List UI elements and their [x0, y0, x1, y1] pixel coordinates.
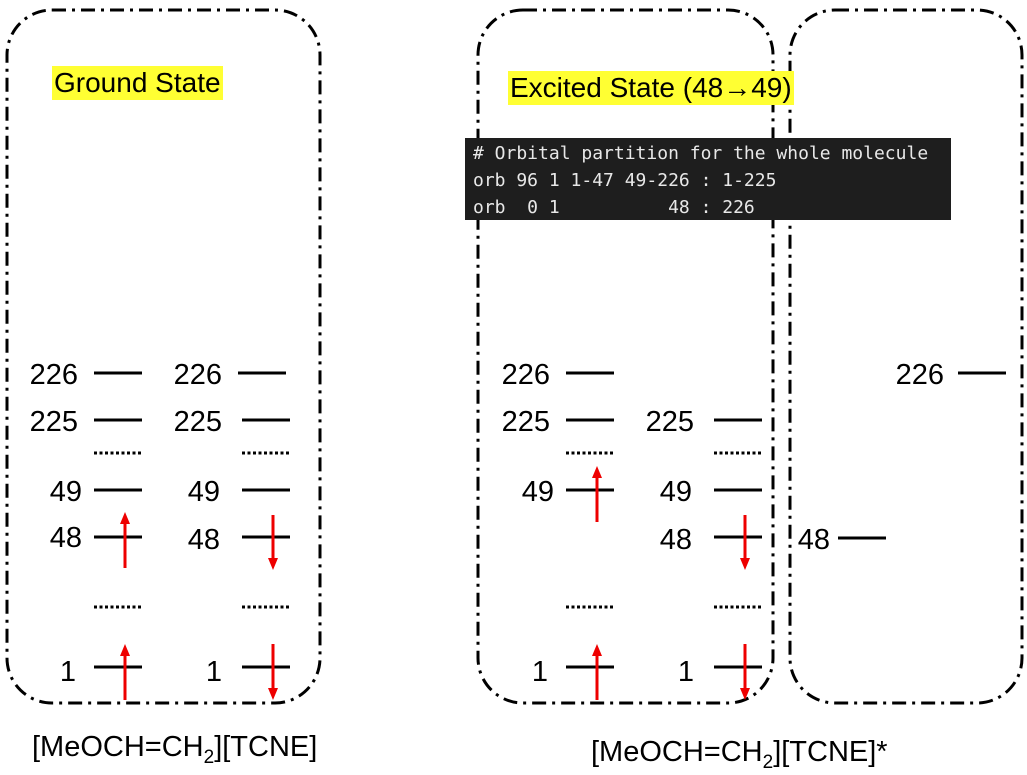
partition-column: 226 48 — [798, 359, 1006, 556]
caption-subscript: 2 — [203, 746, 215, 768]
arrow-head — [120, 644, 130, 656]
label-226: 226 — [30, 359, 78, 391]
caption-subscript: 2 — [762, 751, 774, 773]
label-226: 226 — [174, 359, 222, 391]
orbital-partition-code: # Orbital partition for the whole molecu… — [465, 138, 951, 220]
label-1: 1 — [678, 656, 694, 688]
caption-main: [MeOCH=CH — [32, 731, 204, 763]
caption-end: ][TCNE] — [214, 731, 318, 763]
arrow-head — [592, 644, 602, 656]
ground-state-caption: [MeOCH=CH2][TCNE] — [32, 731, 317, 769]
ground-state-title: Ground State — [52, 66, 223, 100]
label-1: 1 — [532, 656, 548, 688]
excited-beta-column: 225 49 48 1 — [646, 406, 762, 700]
label-48: 48 — [188, 524, 220, 556]
arrow-head — [120, 512, 130, 524]
label-48: 48 — [660, 524, 692, 556]
label-49: 49 — [660, 476, 692, 508]
code-line: # Orbital partition for the whole molecu… — [473, 143, 929, 164]
excited-state-box — [476, 8, 775, 705]
label-226: 226 — [502, 359, 550, 391]
label-225: 225 — [646, 406, 694, 438]
ground-alpha-column: 226 225 49 48 1 — [30, 359, 142, 700]
excited-state-title: Excited State (48→49) — [508, 71, 794, 105]
label-225: 225 — [174, 406, 222, 438]
excited-state-caption: [MeOCH=CH2][TCNE]* — [591, 736, 888, 774]
label-49: 49 — [188, 476, 220, 508]
excited-alpha-column: 226 225 49 1 — [502, 359, 614, 700]
arrow-head — [740, 558, 750, 570]
ground-state-box — [5, 8, 322, 705]
arrow-head — [268, 558, 278, 570]
label-49: 49 — [522, 476, 554, 508]
caption-end: ][TCNE]* — [773, 736, 888, 768]
label-226: 226 — [896, 359, 944, 391]
label-49: 49 — [50, 476, 82, 508]
arrow-head — [740, 688, 750, 700]
code-line: orb 96 1 1-47 49-226 : 1-225 — [473, 170, 777, 191]
label-225: 225 — [30, 406, 78, 438]
label-1: 1 — [60, 656, 76, 688]
code-line: orb 0 1 48 : 226 — [473, 197, 755, 218]
label-225: 225 — [502, 406, 550, 438]
arrow-head — [592, 466, 602, 478]
label-48: 48 — [798, 524, 830, 556]
arrow-head — [268, 688, 278, 700]
ground-beta-column: 226 225 49 48 1 — [174, 359, 290, 700]
label-48: 48 — [50, 522, 82, 554]
caption-main: [MeOCH=CH — [591, 736, 763, 768]
label-1: 1 — [206, 656, 222, 688]
partition-box — [788, 8, 1024, 705]
